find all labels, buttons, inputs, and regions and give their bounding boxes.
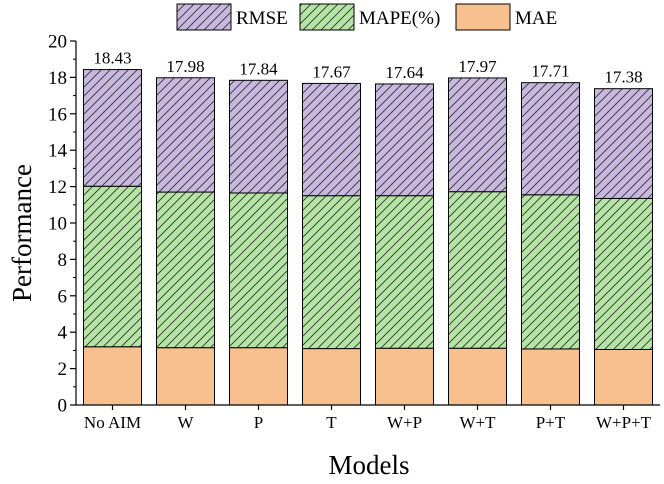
x-tick-label: W+P: [387, 413, 422, 432]
x-tick-label: P+T: [536, 413, 566, 432]
bar-total-label-2: 17.84: [239, 59, 278, 78]
y-tick-label: 8: [58, 250, 68, 271]
bar-total-label-7: 17.38: [604, 68, 642, 87]
y-tick-label: 16: [48, 104, 67, 125]
y-tick-label: 20: [48, 32, 67, 53]
bar-total-label-3: 17.67: [312, 62, 351, 81]
y-axis: 0 2 4 6 8 10 12 14 16 18 20: [48, 32, 77, 417]
x-tick-label: W+P+T: [596, 413, 652, 432]
bar-segment-mape-1: [156, 191, 215, 349]
legend: RMSE MAPE(%) MAE: [176, 3, 557, 31]
legend-swatch-mape: [299, 3, 355, 31]
bar-segment-mae-1: [156, 347, 215, 406]
bar-segment-mape-5: [448, 191, 507, 349]
bar-segment-mape-0: [83, 185, 142, 348]
x-tick-label: No AIM: [84, 413, 141, 432]
y-tick-label: 18: [48, 68, 67, 89]
bar-segment-mae-6: [521, 348, 580, 406]
y-axis-title: Performance: [7, 164, 37, 302]
bar-segment-rmse-0: [83, 69, 142, 187]
bar-segment-mape-6: [521, 194, 580, 350]
bar-segment-mae-3: [302, 348, 361, 406]
x-tick-label: W+T: [459, 413, 496, 432]
bar-segment-rmse-7: [594, 88, 653, 199]
x-tick-label: P: [254, 413, 263, 432]
y-tick-label: 4: [58, 323, 68, 344]
bar-segment-mae-2: [229, 347, 288, 406]
bar-segment-mape-7: [594, 197, 653, 350]
bar-segment-rmse-6: [521, 82, 580, 196]
legend-swatch-mae: [455, 3, 511, 31]
bar-segment-rmse-4: [375, 83, 434, 197]
bar-segment-mae-5: [448, 347, 507, 406]
y-tick-label: 0: [58, 396, 68, 417]
x-tick-label: T: [326, 413, 337, 432]
bar-segment-mae-0: [83, 346, 142, 406]
bar-segment-rmse-2: [229, 79, 288, 194]
y-tick-label: 10: [48, 214, 67, 235]
x-axis: No AIM W P T W+P W+T P+T W+P+T: [76, 404, 660, 432]
bar-total-label-1: 17.98: [166, 57, 204, 76]
legend-label-mape: MAPE(%): [359, 8, 440, 29]
x-axis-title: Models: [329, 450, 410, 480]
bar-segment-mape-3: [302, 195, 361, 350]
y-tick-label: 14: [48, 141, 68, 162]
bar-segment-mape-4: [375, 195, 434, 349]
bar-segment-mae-4: [375, 347, 434, 406]
bar-segment-rmse-5: [448, 77, 507, 193]
legend-label-rmse: RMSE: [236, 8, 288, 29]
bar-total-label-0: 18.43: [93, 49, 131, 68]
y-tick-label: 12: [48, 177, 67, 198]
bar-segment-mape-2: [229, 192, 288, 349]
bar-segment-rmse-1: [156, 77, 215, 193]
y-tick-label: 2: [58, 359, 68, 380]
bar-segment-rmse-3: [302, 82, 361, 197]
legend-swatch-rmse: [176, 3, 232, 31]
x-tick-label: W: [177, 413, 194, 432]
bar-segment-mae-7: [594, 348, 653, 406]
bar-total-label-4: 17.64: [385, 63, 424, 82]
y-tick-label: 6: [58, 286, 68, 307]
bars-layer: 18.43 17.98 17.84 17.67 17.64 17.97 17.71 17.38: [83, 49, 653, 406]
bar-total-label-6: 17.71: [531, 62, 569, 81]
bar-total-label-5: 17.97: [458, 57, 497, 76]
legend-label-mae: MAE: [515, 8, 557, 29]
